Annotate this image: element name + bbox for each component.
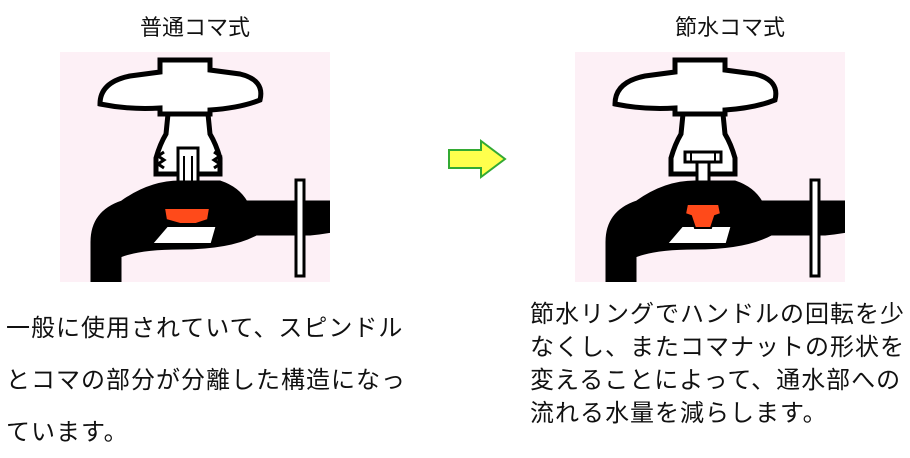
normal-faucet-illustration — [90, 57, 330, 282]
faucet-handle — [612, 57, 779, 117]
pipe-flange — [809, 178, 821, 278]
right-arrow-icon — [448, 139, 507, 179]
faucet-neck — [153, 111, 223, 177]
normal-koma-title: 普通コマ式 — [139, 16, 250, 41]
faucet-thread — [155, 150, 223, 170]
valve-seat — [668, 227, 731, 243]
water-saving-faucet-illustration — [605, 57, 845, 282]
water-saving-koma-description: 節水リングでハンドルの回転を少なくし、またコマナットの形状を変えることによって、… — [530, 300, 905, 427]
koma-washer — [162, 207, 212, 225]
pipe-flange — [294, 178, 306, 278]
normal-faucet-diagram — [60, 52, 330, 282]
valve-seat — [153, 227, 216, 243]
faucet-handle — [97, 57, 264, 117]
koma-nut — [683, 203, 723, 229]
normal-koma-description: 一般に使用されていて、スピンドルとコマの部分が分離した構造になっています。 — [6, 314, 406, 446]
water-saving-koma-title: 節水コマ式 — [674, 16, 785, 41]
water-saving-faucet-diagram — [575, 52, 845, 282]
